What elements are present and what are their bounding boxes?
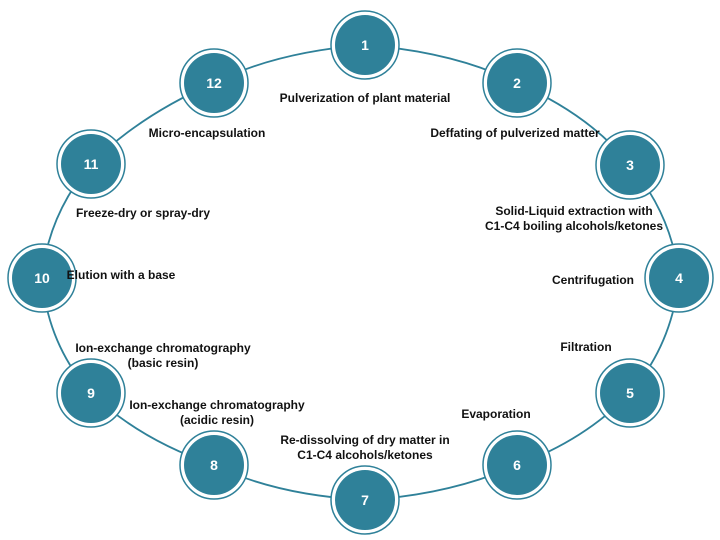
step-node-3: 3 (595, 130, 665, 200)
step-node-fill (184, 435, 244, 495)
step-node-5: 5 (595, 358, 665, 428)
step-label-line: Micro-encapsulation (148, 126, 266, 140)
step-label-line: Centrifugation (552, 273, 634, 287)
step-label-line: Ion-exchange chromatography (129, 398, 305, 412)
step-label-line: C1-C4 boiling alcohols/ketones (484, 219, 664, 233)
step-number: 2 (513, 75, 521, 91)
step-node-10: 10 (7, 243, 77, 313)
step-node-8: 8 (179, 430, 249, 500)
step-label-1: Pulverization of plant material (280, 91, 451, 106)
step-node-fill (600, 135, 660, 195)
step-number: 12 (206, 75, 222, 91)
step-node-fill (487, 435, 547, 495)
step-node-fill (184, 53, 244, 113)
step-number: 11 (84, 156, 99, 172)
step-label-line: Freeze-dry or spray-dry (75, 206, 211, 220)
step-node-fill (61, 363, 121, 423)
step-number: 1 (361, 37, 369, 53)
step-number: 9 (87, 385, 95, 401)
step-label-line: (acidic resin) (179, 413, 255, 427)
step-node-4: 4 (644, 243, 714, 313)
step-number: 4 (675, 270, 683, 286)
step-label-6: Evaporation (461, 407, 530, 422)
step-label-line: Pulverization of plant material (279, 91, 451, 105)
step-label-10: Elution with a base (67, 268, 176, 283)
step-label-line: (basic resin) (127, 356, 199, 370)
step-label-line: Re-dissolving of dry matter in (280, 433, 450, 447)
step-number: 8 (210, 457, 218, 473)
step-label-line: Elution with a base (66, 268, 176, 282)
step-label-9: Ion-exchange chromatography(basic resin) (75, 341, 250, 371)
step-label-line: Solid-Liquid extraction with (495, 204, 653, 218)
step-node-fill (487, 53, 547, 113)
step-node-12: 12 (179, 48, 249, 118)
step-label-line: Ion-exchange chromatography (75, 341, 251, 355)
step-number: 7 (361, 492, 369, 508)
step-node-9: 9 (56, 358, 126, 428)
step-node-fill (335, 15, 395, 75)
step-number: 6 (513, 457, 521, 473)
step-node-1: 1 (330, 10, 400, 80)
step-node-fill (335, 470, 395, 530)
step-label-12: Micro-encapsulation (149, 126, 266, 141)
step-node-fill (12, 248, 72, 308)
step-label-line: Evaporation (461, 407, 531, 421)
step-label-11: Freeze-dry or spray-dry (76, 206, 210, 221)
step-node-fill (600, 363, 660, 423)
step-node-fill (61, 134, 121, 194)
step-node-2: 2 (482, 48, 552, 118)
step-label-5: Filtration (560, 340, 611, 355)
step-node-11: 11 (56, 129, 126, 199)
step-number: 10 (34, 270, 50, 286)
step-label-line: Deffating of pulverized matter (430, 126, 600, 140)
step-label-line: C1-C4 alcohols/ketones (297, 448, 433, 462)
step-number: 5 (626, 385, 634, 401)
step-label-4: Centrifugation (552, 273, 634, 288)
step-label-line: Filtration (560, 340, 612, 354)
step-node-6: 6 (482, 430, 552, 500)
step-label-2: Deffating of pulverized matter (430, 126, 599, 141)
step-label-8: Ion-exchange chromatography(acidic resin… (129, 398, 304, 428)
step-node-fill (649, 248, 709, 308)
step-number: 3 (626, 157, 634, 173)
step-node-7: 7 (330, 465, 400, 535)
